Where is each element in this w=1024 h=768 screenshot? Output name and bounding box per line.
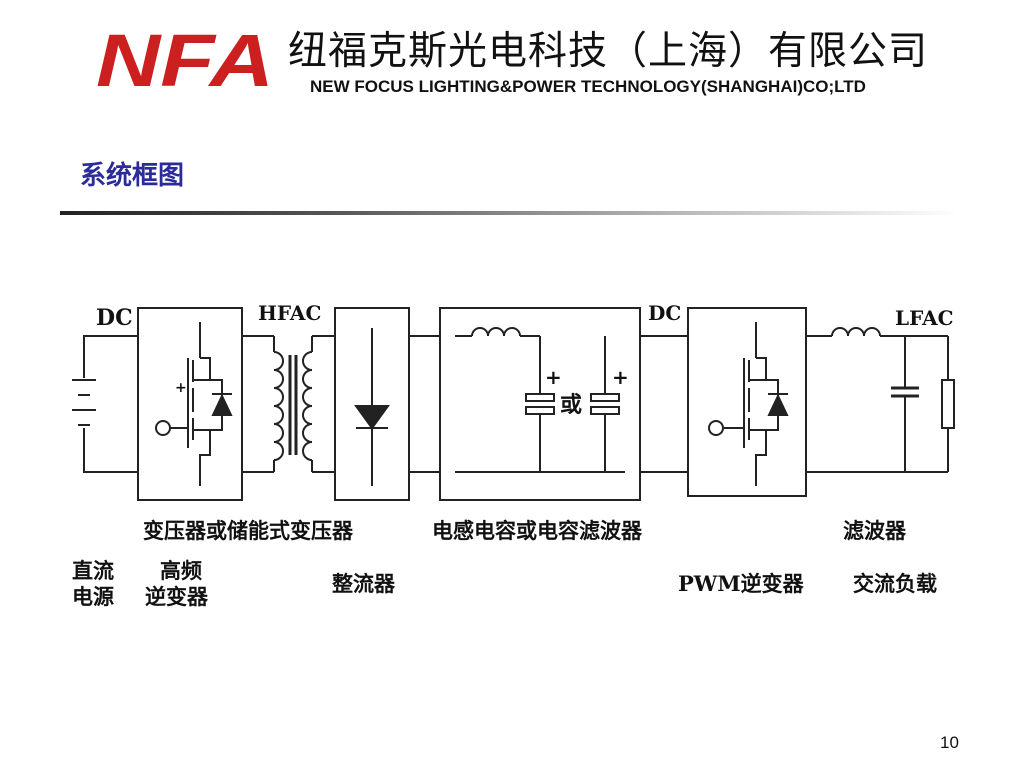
battery-icon [72,379,96,426]
lc-filter-caption: 电感电容或电容滤波器 [432,518,642,543]
hf-inverter-box [137,307,243,501]
hf-inverter-label-line2: 逆变器 [145,584,208,609]
output-inductor-icon [831,327,881,337]
transformer-caption: 变压器或储能式变压器 [143,518,353,543]
pwm-diode-icon [767,393,789,416]
section-title: 系统框图 [80,161,185,191]
company-name-en: NEW FOCUS LIGHTING&POWER TECHNOLOGY(SHAN… [310,77,866,96]
hf-inverter-label-line1: 高频 [160,558,202,583]
hfac-label: HFAC [258,301,321,325]
output-filter-caption: 滤波器 [843,518,906,543]
body-diode-icon [211,393,233,416]
mosfet-icon [155,322,223,486]
cap3-plus-label: + [175,380,187,396]
lfac-label: LFAC [895,306,954,330]
or-label: 或 [560,392,582,418]
electrolytic-capacitor-icon-2 [590,393,620,415]
ac-load-label: 交流负载 [853,571,937,596]
company-name-cn: 纽福克斯光电科技（上海）有限公司 [288,29,929,74]
pwm-mosfet-icon [708,322,779,486]
rectifier-label: 整流器 [332,571,395,596]
dc-input-label: DC [96,305,133,331]
pwm-inverter-label: PWM逆变器 [678,571,804,596]
rectifier-box [334,307,410,501]
page-number: 10 [940,733,959,752]
dc-source-label-line1: 直流 [72,558,114,583]
electrolytic-capacitor-icon-1 [525,393,555,415]
nfa-logo: NFA [96,28,274,90]
cap2-plus-label: + [612,365,629,389]
dc-source-label-line2: 电源 [72,584,114,609]
pwm-inverter-box [687,307,807,497]
title-divider [60,211,960,215]
output-capacitor-icon [891,386,919,398]
logo-text: NFA [96,28,274,90]
transformer-icon [273,336,313,472]
rectifier-diode-icon [354,405,390,430]
cap1-plus-label: + [545,365,562,389]
dc-mid-label: DC [648,301,681,325]
dc-source-wiring [83,335,138,473]
load-resistor-icon [941,379,955,429]
inductor-icon [455,327,540,337]
lc-filter-box [439,307,641,501]
